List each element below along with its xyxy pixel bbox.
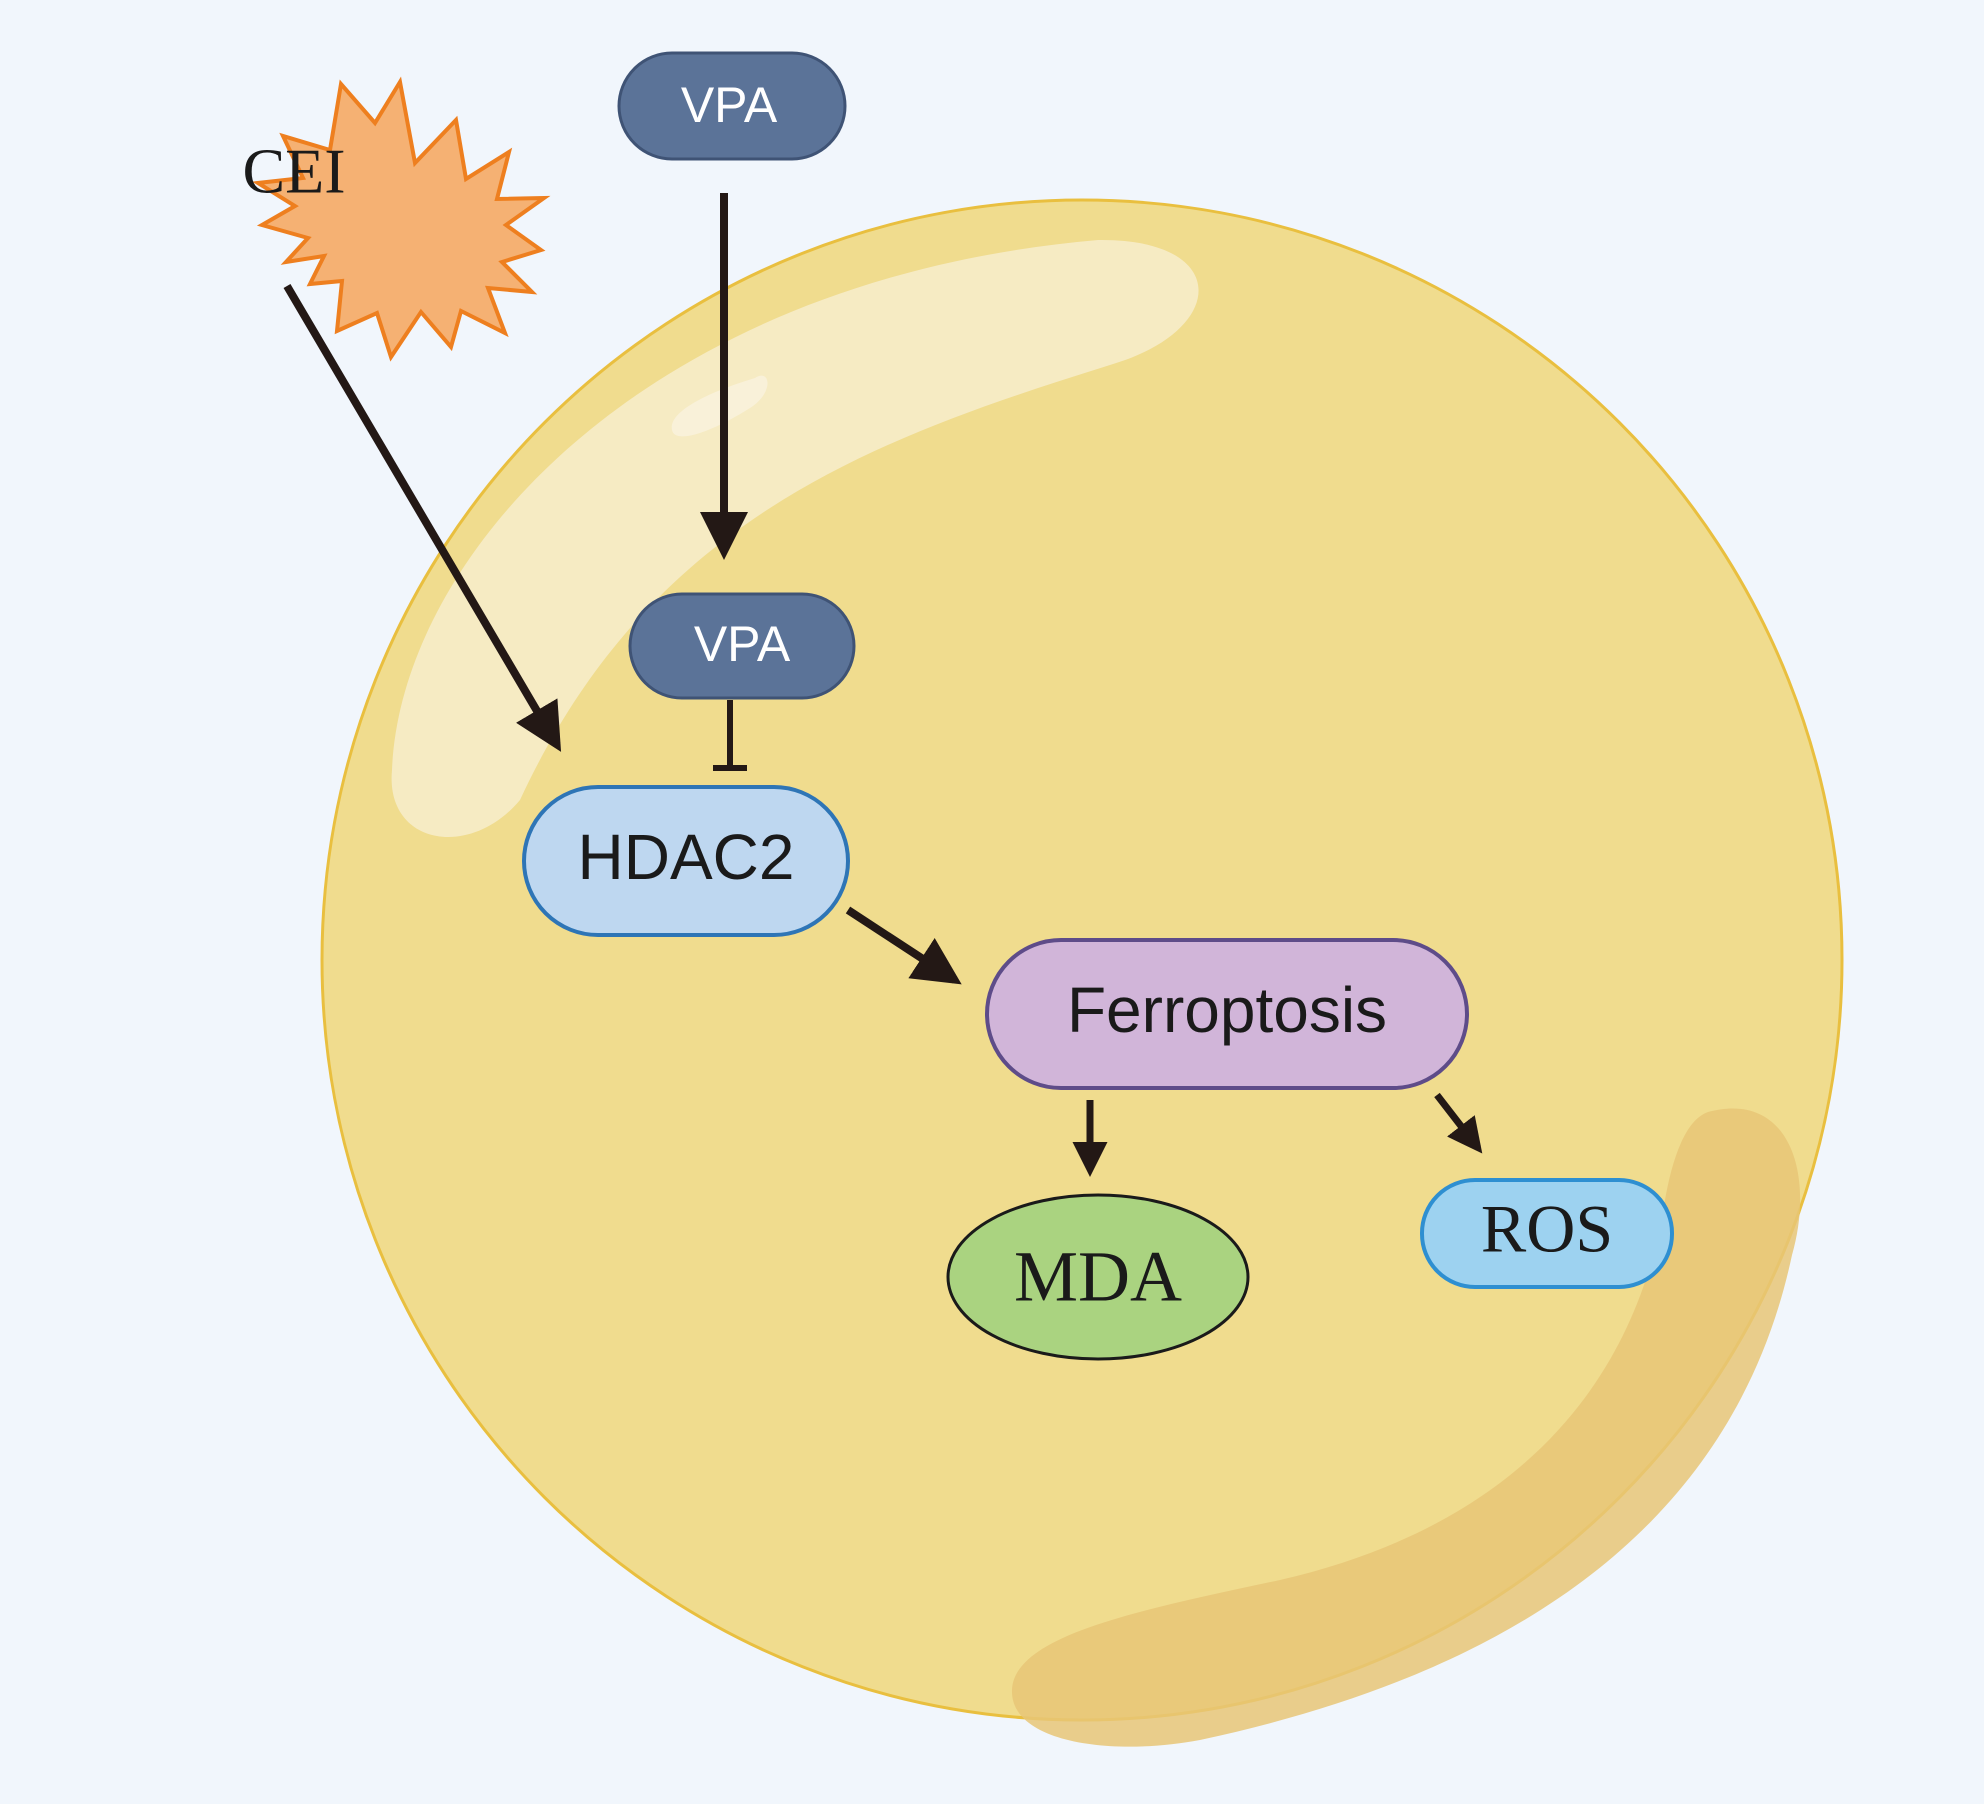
cei-starburst — [252, 76, 551, 362]
hdac2-label: HDAC2 — [578, 821, 795, 893]
node-vpa-inside: VPA — [628, 592, 856, 700]
cell-highlight — [391, 239, 1199, 838]
ferroptosis-pill — [985, 938, 1469, 1090]
cell-highlight-small — [671, 375, 768, 437]
vpa-outside-label: VPA — [681, 77, 778, 133]
mda-ellipse — [946, 1193, 1250, 1361]
node-ros: ROS — [1420, 1178, 1674, 1289]
mda-label: MDA — [1014, 1237, 1182, 1317]
arrow-ferroptosis-to-ros — [1434, 1092, 1483, 1154]
ferroptosis-label: Ferroptosis — [1067, 974, 1387, 1046]
hdac2-pill — [522, 785, 850, 937]
inhibition-vpa-to-hdac2 — [713, 700, 747, 771]
node-ferroptosis: Ferroptosis — [985, 938, 1469, 1090]
ros-label: ROS — [1481, 1191, 1613, 1267]
vpa-inside-pill — [628, 592, 856, 700]
cell-shadow — [1011, 1108, 1801, 1747]
node-mda: MDA — [946, 1193, 1250, 1361]
node-vpa-outside: VPA — [617, 51, 847, 161]
node-hdac2: HDAC2 — [522, 785, 850, 937]
vpa-outside-pill — [617, 51, 847, 161]
ros-pill — [1420, 1178, 1674, 1289]
node-cei: CEI — [242, 76, 551, 362]
vpa-inside-label: VPA — [694, 616, 791, 672]
cei-label: CEI — [242, 136, 345, 207]
arrow-hdac2-to-ferroptosis — [845, 906, 962, 985]
edges — [283, 193, 1483, 1177]
arrow-cei-to-hdac2 — [283, 283, 562, 752]
